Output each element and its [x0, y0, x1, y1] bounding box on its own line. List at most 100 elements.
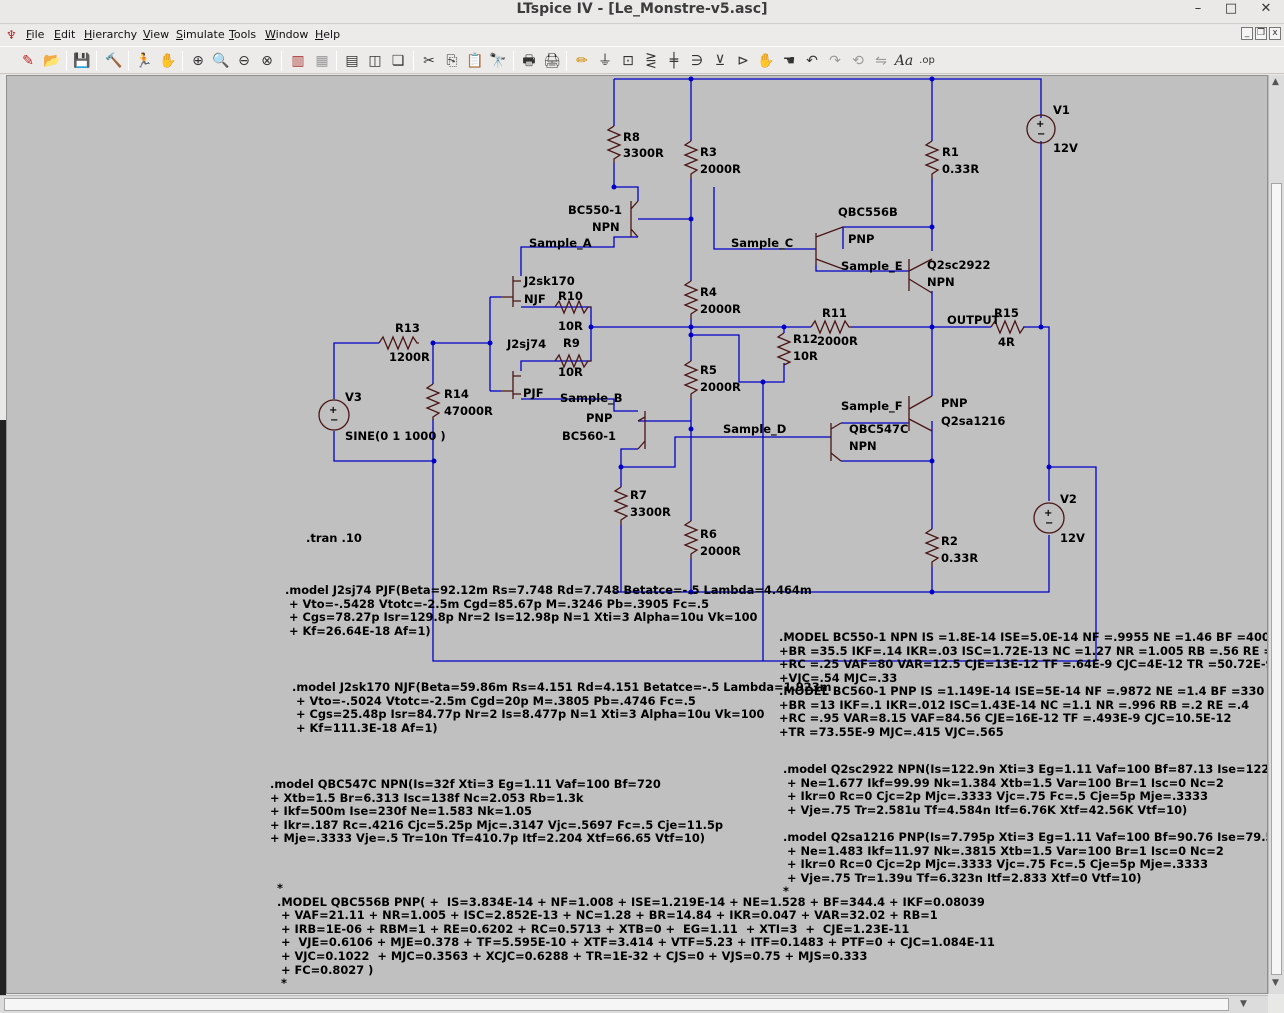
v3-name: V3: [345, 390, 362, 404]
v1-value: 12V: [1053, 141, 1078, 155]
close-button[interactable]: ✕: [1260, 1, 1272, 16]
wires: [333, 78, 1097, 662]
scroll-down-arrow-icon[interactable]: ▼: [1272, 978, 1279, 988]
redo-icon[interactable]: ↷: [829, 53, 841, 69]
v2-name: V2: [1060, 492, 1077, 506]
mirror-icon[interactable]: ⇋: [875, 53, 887, 69]
r11-value: 2000R: [817, 334, 858, 348]
print-icon[interactable]: 🖨: [543, 53, 561, 69]
r15-name: R15: [994, 306, 1019, 320]
menu-edit[interactable]: Edit: [54, 28, 76, 41]
svg-text:−: −: [330, 415, 338, 426]
inductor-icon[interactable]: ∋: [690, 53, 704, 69]
r2-name: R2: [941, 534, 958, 548]
maximize-button[interactable]: □: [1224, 1, 1238, 16]
drag-icon[interactable]: ☚: [782, 53, 796, 69]
paste-icon[interactable]: 📋: [466, 53, 484, 69]
r7-name: R7: [630, 488, 647, 502]
model-j2sk170[interactable]: .model J2sk170 NJF(Beta=59.86m Rs=4.151 …: [292, 680, 832, 735]
vertical-scroll-thumb[interactable]: [1271, 183, 1282, 975]
scroll-up-arrow-icon[interactable]: ▲: [1272, 77, 1279, 87]
spice-directive-tran[interactable]: .tran .10: [306, 531, 362, 545]
q2-type: PNP: [586, 411, 612, 425]
zoom-pan-icon[interactable]: 🔍: [212, 53, 230, 69]
mdi-close-button[interactable]: x: [1269, 27, 1281, 40]
menu-help[interactable]: Help: [315, 28, 341, 41]
q4-name: QBC556B: [838, 205, 898, 219]
q4-type: PNP: [848, 232, 874, 246]
schematic-canvas[interactable]: +− +− +− R8 3300R R3 2000R R1 0.33R V1 1…: [6, 75, 1268, 994]
save-icon[interactable]: 💾: [73, 53, 91, 69]
transistor-symbols: [501, 200, 933, 462]
diode-icon[interactable]: ⊻: [714, 53, 726, 69]
zoom-fit-icon[interactable]: ⊗: [261, 53, 273, 69]
model-qbc556b[interactable]: * .MODEL QBC556B PNP( + IS=3.834E-14 + N…: [277, 881, 995, 991]
svg-text:−: −: [1045, 518, 1053, 529]
minimize-button[interactable]: –: [1194, 1, 1202, 16]
autorange-icon[interactable]: ▥: [291, 53, 305, 69]
tile-horizontal-icon[interactable]: ▤: [345, 53, 359, 69]
schematic-drawing[interactable]: +− +− +− R8 3300R R3 2000R R1 0.33R V1 1…: [7, 76, 1268, 994]
model-bc560[interactable]: .MODEL BC560-1 PNP IS =1.149E-14 ISE=5E-…: [779, 684, 1265, 739]
r5-name: R5: [700, 363, 717, 377]
j1-type: NJF: [524, 292, 546, 306]
spice-directive-icon[interactable]: .op: [919, 55, 935, 66]
r11-name: R11: [822, 306, 847, 320]
j2-type: PJF: [523, 386, 544, 400]
v1-name: V1: [1053, 103, 1070, 117]
control-panel-icon[interactable]: 🔨: [105, 53, 123, 69]
ground-icon[interactable]: ⏚: [598, 53, 612, 69]
move-icon[interactable]: ✋: [757, 53, 775, 69]
zoom-in-icon[interactable]: ⊕: [192, 53, 204, 69]
capacitor-icon[interactable]: ╪: [669, 53, 679, 69]
net-sample-d: Sample_D: [723, 422, 786, 437]
print-setup-icon[interactable]: 🖶: [522, 53, 536, 69]
mdi-minimize-button[interactable]: _: [1241, 27, 1253, 40]
label-net-icon[interactable]: ⊡: [622, 53, 634, 69]
net-sample-f: Sample_F: [841, 399, 903, 414]
text-icon[interactable]: Aa: [894, 53, 914, 69]
tile-vertical-icon[interactable]: ◫: [368, 53, 382, 69]
menu-tools[interactable]: Tools: [229, 28, 257, 41]
resistor-icon[interactable]: ⋛: [645, 53, 657, 69]
cascade-icon[interactable]: ❏: [391, 53, 405, 69]
r1-value: 0.33R: [942, 162, 979, 176]
horizontal-scroll-thumb[interactable]: [4, 998, 1229, 1011]
model-qbc547c[interactable]: .model QBC547C NPN(Is=32f Xti=3 Eg=1.11 …: [270, 777, 724, 846]
run-icon[interactable]: 🏃: [135, 53, 153, 69]
menu-simulate[interactable]: Simulate: [176, 28, 225, 41]
q1-name: BC550-1: [568, 203, 622, 217]
vertical-scrollbar[interactable]: ▲ ▼: [1268, 75, 1284, 994]
model-bc550[interactable]: .MODEL BC550-1 NPN IS =1.8E-14 ISE=5.0E-…: [779, 630, 1268, 685]
model-q2sa1216[interactable]: .model Q2sa1216 PNP(Is=7.795p Xti=3 Eg=1…: [783, 830, 1267, 899]
halt-icon[interactable]: ✋: [159, 53, 177, 69]
model-q2sc2922[interactable]: .model Q2sc2922 NPN(Is=122.9n Xti=3 Eg=1…: [783, 762, 1268, 817]
zoom-out-icon[interactable]: ⊖: [238, 53, 250, 69]
scroll-right-arrow-icon[interactable]: ▼: [1240, 999, 1247, 1009]
draw-wire-icon[interactable]: ✏: [576, 53, 588, 69]
find-icon[interactable]: 🔭: [489, 53, 507, 69]
r9-name: R9: [563, 336, 580, 350]
rotate-icon[interactable]: ⟲: [852, 53, 864, 69]
copy-icon[interactable]: ⎘: [446, 53, 458, 69]
new-schematic-icon[interactable]: ✎: [22, 53, 34, 69]
horizontal-scrollbar[interactable]: ▼: [0, 995, 1268, 1013]
app-icon[interactable]: ♆: [6, 28, 17, 42]
model-j2sj74[interactable]: .model J2sj74 PJF(Beta=92.12m Rs=7.748 R…: [285, 583, 812, 638]
mdi-restore-button[interactable]: ❐: [1255, 27, 1267, 40]
r13-name: R13: [395, 321, 420, 335]
cut-icon[interactable]: ✂: [423, 53, 435, 69]
q1-type: NPN: [592, 220, 620, 234]
window-title: LTspice IV - [Le_Monstre-v5.asc]: [516, 1, 768, 17]
svg-text:+: +: [329, 405, 337, 416]
menu-hierarchy[interactable]: Hierarchy: [84, 28, 138, 41]
open-icon[interactable]: 📂: [43, 53, 61, 69]
component-icon[interactable]: ⊳: [737, 53, 749, 69]
mark-unref-icon[interactable]: ▦: [315, 53, 329, 69]
q6-name: Q2sa1216: [941, 414, 1005, 428]
r3-name: R3: [700, 145, 717, 159]
menu-view[interactable]: View: [143, 28, 170, 41]
menu-window[interactable]: Window: [265, 28, 309, 41]
undo-icon[interactable]: ↶: [806, 53, 818, 69]
menu-file[interactable]: File: [26, 28, 45, 41]
